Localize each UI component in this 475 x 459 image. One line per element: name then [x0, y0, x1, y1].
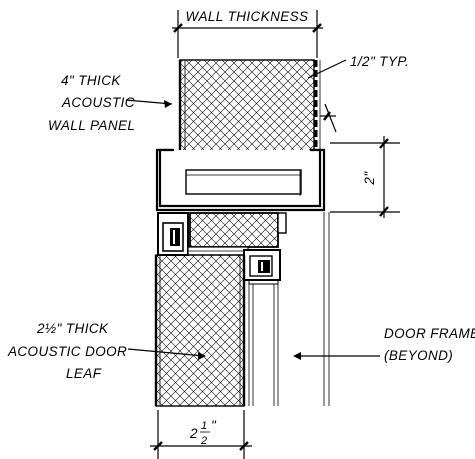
door-leaf-label-line-3: LEAF: [66, 366, 102, 381]
acoustic-door-leaf: [154, 254, 246, 407]
door-leaf-callout: 2½" THICK ACOUSTIC DOOR LEAF: [7, 321, 206, 381]
two-inch-dimension: 2": [330, 136, 400, 218]
frame-head-channel: [155, 148, 326, 212]
two-inch-label: 2": [362, 171, 377, 186]
dim-whole: 2: [189, 426, 198, 441]
dim-denominator: 2: [200, 435, 208, 447]
head-seal-assembly: [157, 212, 287, 256]
wall-panel-label-line-3: WALL PANEL: [48, 118, 135, 133]
door-leaf-label-line-1: 2½" THICK: [36, 321, 109, 336]
wall-thickness-dimension: WALL THICKNESS: [172, 9, 323, 58]
wall-thickness-label: WALL THICKNESS: [186, 9, 309, 24]
dim-inch-mark: ": [211, 418, 217, 433]
door-thickness-dimension: 2 1 2 ": [150, 410, 252, 459]
half-inch-typ-callout: 1/2" TYP.: [307, 54, 409, 133]
dim-numerator: 1: [201, 420, 208, 432]
wall-panel-label-line-1: 4" THICK: [61, 73, 121, 88]
door-frame-label-line-1: DOOR FRAME: [384, 326, 475, 341]
door-leaf-label-line-2: ACOUSTIC DOOR: [7, 344, 127, 359]
half-inch-typ-label: 1/2" TYP.: [350, 54, 409, 69]
door-frame-label-line-2: (BEYOND): [384, 348, 453, 363]
jamb-seal-assembly: [243, 249, 281, 281]
wall-panel-label-line-2: ACOUSTIC: [61, 95, 135, 110]
door-frame-callout: DOOR FRAME (BEYOND): [293, 326, 475, 363]
wall-panel-callout: 4" THICK ACOUSTIC WALL PANEL: [48, 73, 173, 133]
